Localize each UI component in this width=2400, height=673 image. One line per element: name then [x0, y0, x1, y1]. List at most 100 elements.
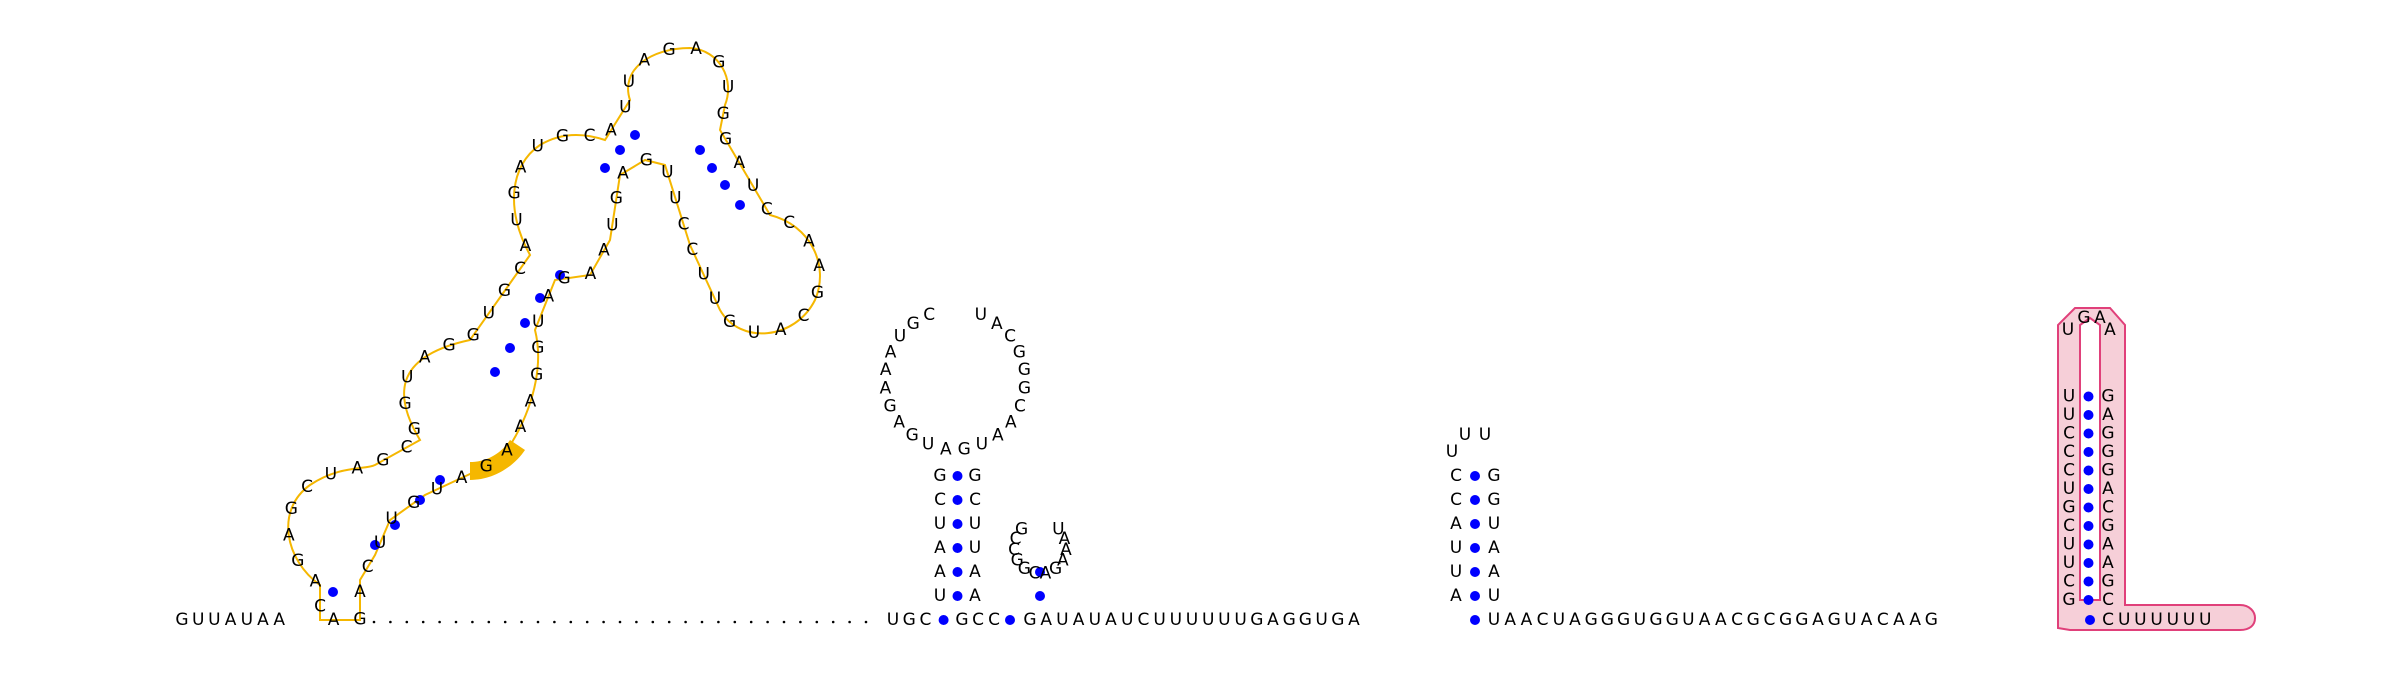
base-pair-dot: [2083, 447, 2094, 457]
pink-stem-base: C: [2102, 498, 2114, 518]
base-pair-dot: [952, 495, 963, 505]
unpaired-gap-dot: [717, 620, 720, 624]
orange-domain-base: G: [407, 493, 420, 513]
base-pair-dot: [2085, 615, 2095, 625]
orange-domain-base: G: [480, 456, 493, 476]
base-pair-dot: [1470, 519, 1480, 529]
pink-stem-base: U: [2063, 405, 2075, 425]
orange-domain-base: U: [401, 368, 413, 388]
hairpin-2-loop-base: A: [1060, 540, 1072, 560]
base-pair-dot: [490, 367, 500, 377]
pink-stem-base: A: [2102, 535, 2114, 555]
nucleotide-linker: G: [1299, 610, 1312, 630]
nucleotide-linker: G: [1617, 610, 1630, 630]
orange-domain-base: U: [661, 163, 673, 183]
nucleotide-3prime: U: [2150, 610, 2162, 630]
base-pair-dot: [938, 615, 949, 625]
hairpin-1-loop-base: G: [907, 314, 920, 334]
unpaired-gap-dot: [618, 620, 622, 624]
hairpin-1-stem-base: G: [933, 466, 946, 486]
base-pair-dot: [952, 471, 963, 481]
orange-domain-base: A: [617, 163, 629, 183]
hairpin-3-stem-base: C: [1450, 490, 1462, 510]
orange-domain-base: U: [748, 323, 760, 343]
nucleotide-linker: U: [1056, 610, 1068, 630]
nucleotide-linker: A: [1812, 610, 1824, 630]
orange-domain-base: G: [663, 40, 676, 60]
nucleotide-linker: U: [1234, 610, 1246, 630]
hairpin-3-stem-base: U: [1488, 586, 1500, 606]
hairpin-2-loop-base: A: [1040, 563, 1052, 583]
hairpin-1-stem-base: U: [969, 538, 981, 558]
hairpin-1-loop-base: G: [1018, 360, 1031, 380]
hairpin-3-stem-base: U: [1450, 538, 1462, 558]
hairpin-3-loop-base: U: [1446, 442, 1458, 462]
pink-stem-base: G: [2101, 387, 2114, 407]
orange-domain-base: A: [775, 320, 787, 340]
nucleotide-linker: G: [1023, 610, 1036, 630]
base-pair-dot: [2083, 576, 2094, 587]
hairpin-1-stem-base: C: [934, 490, 946, 510]
base-pair-dot: [2083, 465, 2094, 476]
nucleotide-linker: G: [1649, 610, 1662, 630]
unpaired-gap-dot: [389, 620, 392, 624]
orange-domain-base: U: [669, 188, 681, 208]
orange-domain-base: A: [515, 157, 527, 177]
base-pair-dot: [1035, 591, 1045, 601]
nucleotide-linker: C: [1731, 610, 1743, 630]
unpaired-gap-dot: [372, 620, 376, 624]
nucleotide-3prime: U: [2134, 610, 2146, 630]
orange-domain-base: C: [301, 477, 313, 497]
pink-stem-base: U: [2063, 387, 2075, 407]
unpaired-gap-dot: [553, 620, 556, 624]
hairpin-1-loop-base: G: [1013, 343, 1026, 363]
orange-domain-base: A: [351, 458, 363, 478]
orange-domain-base: C: [362, 557, 374, 577]
nucleotide-linker: G: [1828, 610, 1841, 630]
nucleotide-linker: U: [1218, 610, 1230, 630]
nucleotide-linker: A: [1569, 610, 1581, 630]
unpaired-gap-dot: [421, 620, 425, 624]
hairpin-1-loop-base: C: [1014, 396, 1026, 416]
hairpin-1-stem-base: G: [968, 466, 981, 486]
hairpin-2-loop-base: G: [1011, 551, 1024, 571]
nucleotide-linker: G: [1795, 610, 1808, 630]
base-pair-dot: [1470, 495, 1480, 505]
nucleotide-linker: A: [1715, 610, 1727, 630]
orange-domain-base: U: [532, 312, 544, 332]
nucleotide-linker: C: [972, 610, 984, 630]
base-pair-dot: [1035, 567, 1045, 577]
nucleotide-linker: C: [988, 610, 1000, 630]
orange-domain-base: A: [419, 347, 431, 367]
nucleotide-linker: C: [1537, 610, 1549, 630]
base-pair-dot: [2083, 502, 2094, 513]
hairpin-1-loop-base: G: [884, 396, 897, 416]
nucleotide-linker: A: [1040, 610, 1052, 630]
pink-stem-base: G: [2101, 442, 2114, 462]
hairpin-2-loop-base: C: [1010, 529, 1022, 549]
pink-loop-base: A: [2094, 308, 2106, 328]
base-pair-dot: [630, 130, 640, 140]
base-pair-dot: [328, 587, 338, 597]
hairpin-1-stem-base: U: [969, 514, 981, 534]
hairpin-3-stem-base: A: [1488, 538, 1500, 558]
base-pair-dot: [1470, 591, 1480, 601]
orange-domain-base: U: [623, 72, 635, 92]
orange-domain-base: A: [638, 51, 650, 71]
base-pair-dot: [952, 567, 963, 577]
unpaired-gap-dot: [733, 620, 737, 624]
hairpin-2-loop-base: A: [1057, 551, 1069, 571]
nucleotide-linker: U: [1844, 610, 1856, 630]
nucleotide-5prime: U: [208, 610, 220, 630]
nucleotide-linker: C: [1137, 610, 1149, 630]
nucleotide-linker: U: [1488, 610, 1500, 630]
orange-domain-base: U: [619, 98, 631, 118]
base-pair-dot: [615, 145, 625, 155]
unpaired-gap-dot: [782, 620, 786, 624]
orange-domain-base: G: [467, 326, 480, 346]
hairpin-1-loop-base: G: [906, 425, 919, 445]
nucleotide-linker: G: [1585, 610, 1598, 630]
orange-domain-base: U: [374, 533, 386, 553]
base-pair-dot: [2083, 595, 2094, 605]
